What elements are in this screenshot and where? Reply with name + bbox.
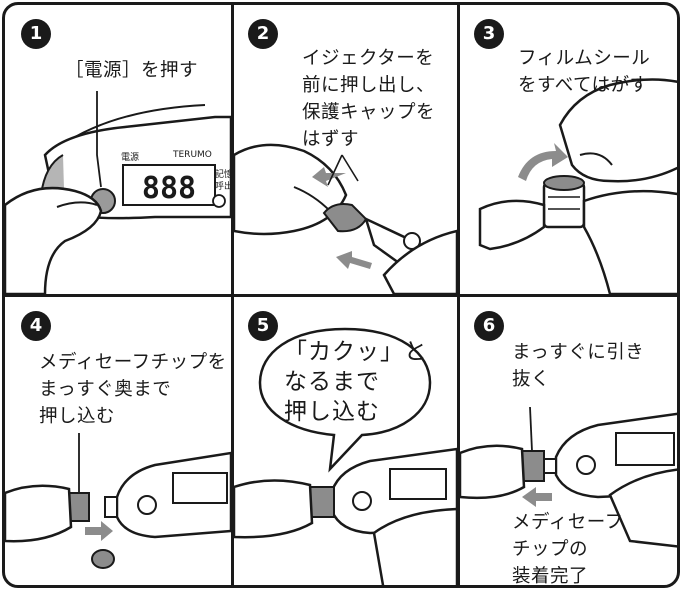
- caption-line: はずす: [302, 129, 360, 150]
- brand-label: TERUMO: [172, 150, 212, 160]
- step-4-panel: 4 メディセーフチップを まっすぐ奥まで 押し込む: [5, 297, 231, 585]
- step-3-caption: フィルムシール をすべてはがす: [518, 45, 650, 99]
- note-line: チップの: [512, 539, 589, 560]
- step-6-panel: 6 まっすぐに引き 抜く メディセーフ チップの 装着完了: [460, 297, 677, 587]
- power-label: 電源: [121, 152, 139, 163]
- step-6-illustration: [460, 406, 677, 548]
- note-line: 装着完了: [512, 566, 589, 587]
- caption-line: なるまで: [284, 369, 380, 395]
- step-2-panel: 2 イジェクターを 前に押し出し、 保護キャップを はずす: [234, 5, 457, 294]
- step-2-number: 2: [248, 19, 278, 49]
- step-2-caption: イジェクターを 前に押し出し、 保護キャップを はずす: [302, 45, 435, 153]
- caption-line: 押し込む: [39, 406, 116, 427]
- step-6-caption: まっすぐに引き 抜く: [512, 339, 644, 393]
- step-4-illustration: [5, 433, 231, 569]
- step-6-note: メディセーフ チップの 装着完了: [512, 509, 624, 587]
- step-6-number: 6: [474, 311, 504, 341]
- recall-label: 呼出: [215, 180, 231, 192]
- step-1-number: 1: [21, 19, 51, 49]
- caption-line: 「カクッ」と: [284, 339, 428, 365]
- step-3-panel: 3 フィルムシール をすべてはがす: [460, 5, 677, 294]
- step-2-illustration: [234, 143, 457, 294]
- step-4-caption: メディセーフチップを まっすぐ奥まで 押し込む: [39, 349, 227, 430]
- memory-label: 記憶: [215, 168, 231, 180]
- display-digits: 888: [142, 171, 196, 206]
- grid-divider-horizontal: [5, 294, 677, 297]
- step-1-caption: ［電源］を押す: [65, 57, 198, 84]
- step-4-number: 4: [21, 311, 51, 341]
- step-3-number: 3: [474, 19, 504, 49]
- step-5-number: 5: [248, 311, 278, 341]
- caption-line: イジェクターを: [302, 48, 435, 69]
- step-5-caption: 「カクッ」と なるまで 押し込む: [284, 337, 428, 427]
- caption-line: メディセーフチップを: [39, 352, 227, 373]
- step-5-illustration: [234, 327, 457, 585]
- caption-line: フィルムシール: [518, 48, 651, 69]
- step-5-panel: 5 「カクッ」と なるまで 押し込む: [234, 297, 457, 585]
- note-line: メディセーフ: [512, 512, 624, 533]
- caption-line: 抜く: [512, 369, 551, 390]
- step-3-illustration: [478, 78, 677, 294]
- caption-line: 保護キャップを: [302, 102, 436, 123]
- step-1-illustration: 888 電源 TERUMO 記憶 呼出: [5, 91, 231, 294]
- caption-line: まっすぐに引き: [512, 342, 645, 363]
- caption-line: をすべてはがす: [518, 75, 649, 96]
- instruction-frame: 888 電源 TERUMO 記憶 呼出 1 ［電源］を押す: [2, 2, 680, 588]
- caption-line: 押し込む: [284, 399, 380, 425]
- step-1-panel: 888 電源 TERUMO 記憶 呼出 1 ［電源］を押す: [5, 5, 231, 294]
- caption-line: ［電源］を押す: [65, 60, 199, 81]
- caption-line: まっすぐ奥まで: [39, 379, 172, 400]
- caption-line: 前に押し出し、: [302, 75, 436, 96]
